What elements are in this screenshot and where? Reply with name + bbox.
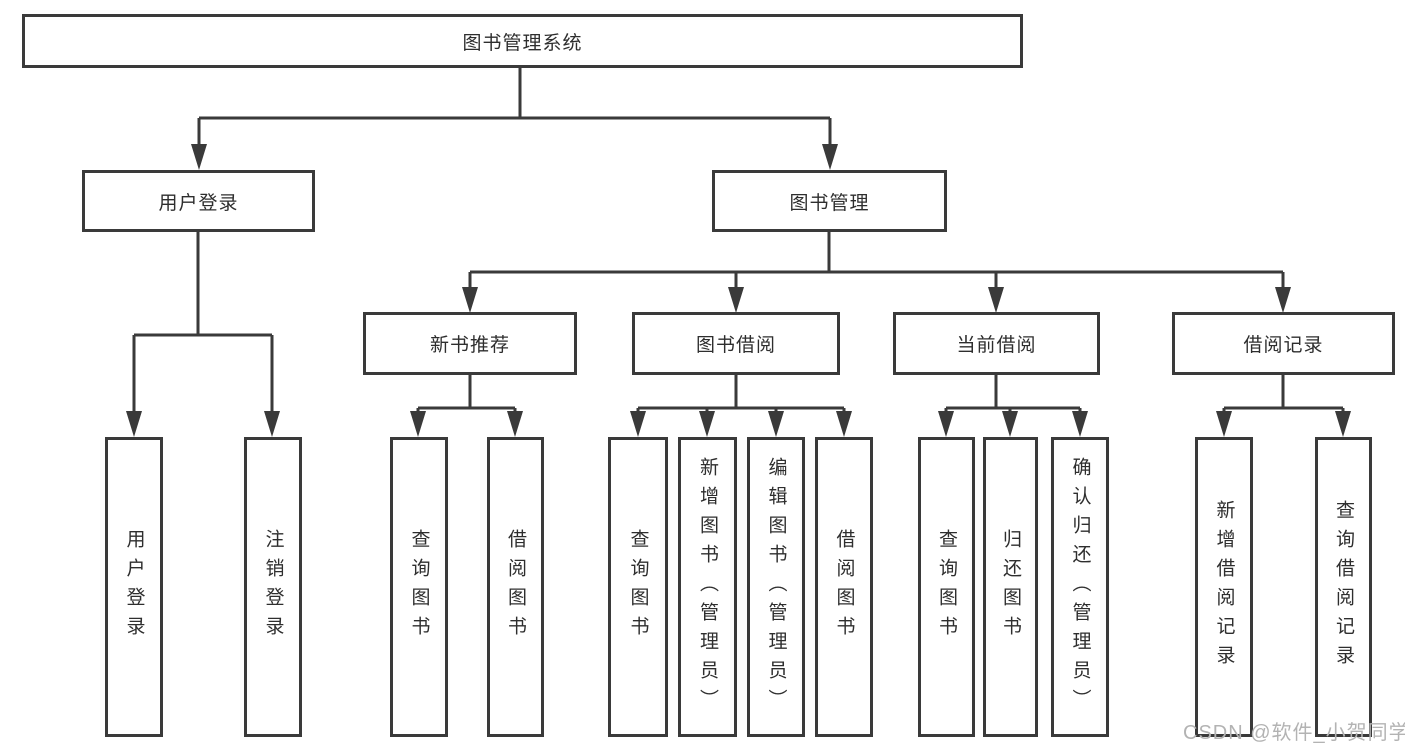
leaf-borrowing-borrow-books: 借阅图书 (815, 437, 873, 737)
node-book-management: 图书管理 (712, 170, 947, 232)
node-current-borrowing: 当前借阅 (893, 312, 1100, 375)
node-new-book-recommend: 新书推荐 (363, 312, 577, 375)
arrowheads (126, 144, 1351, 437)
leaf-borrowing-query-books: 查询图书 (608, 437, 668, 737)
csdn-watermark: CSDN @软件_小贺同学 (1183, 722, 1405, 744)
leaf-current-confirm-return-admin: 确认归还（管理员） (1051, 437, 1109, 737)
leaf-borrowing-add-books-admin: 新增图书（管理员） (678, 437, 737, 737)
leaf-recommend-borrow-books: 借阅图书 (487, 437, 544, 737)
leaf-logout: 注销登录 (244, 437, 302, 737)
leaf-user-login: 用户登录 (105, 437, 163, 737)
leaf-current-return-books: 归还图书 (983, 437, 1038, 737)
node-borrowing-records: 借阅记录 (1172, 312, 1395, 375)
leaf-borrowing-edit-books-admin: 编辑图书（管理员） (747, 437, 805, 737)
node-user-login: 用户登录 (82, 170, 315, 232)
node-book-borrowing: 图书借阅 (632, 312, 840, 375)
leaf-recommend-query-books: 查询图书 (390, 437, 448, 737)
leaf-records-query-record: 查询借阅记录 (1315, 437, 1372, 737)
node-library-management-system: 图书管理系统 (22, 14, 1023, 68)
leaf-current-query-books: 查询图书 (918, 437, 975, 737)
leaf-records-add-record: 新增借阅记录 (1195, 437, 1253, 737)
